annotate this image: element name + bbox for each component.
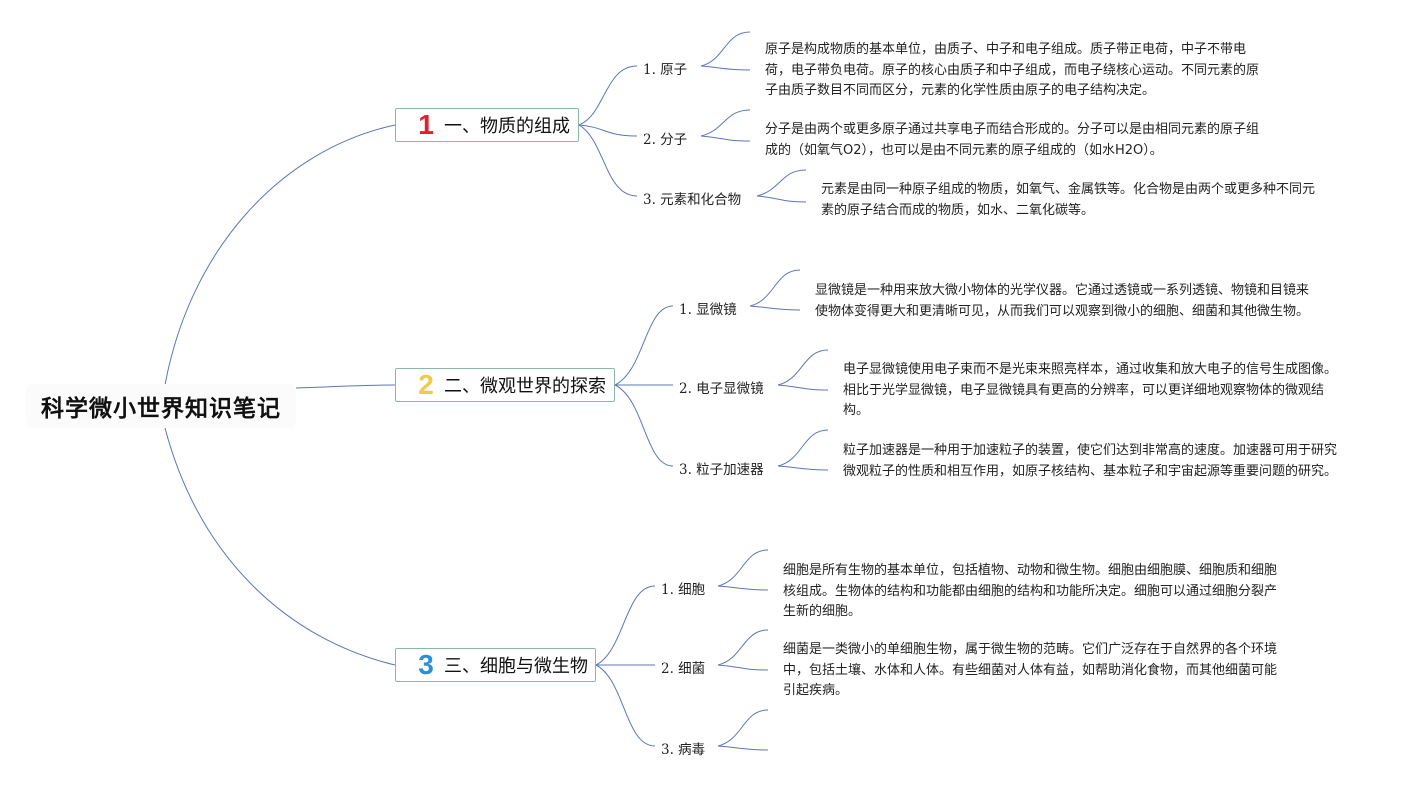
note-microscope: 显微镜是一种用来放大微小物体的光学仪器。它通过透镜或一系列透镜、物镜和目镜来使物… (815, 283, 1310, 319)
topic-electron-microscope[interactable]: 2. 电子显微镜 (679, 381, 764, 397)
section-number-2: 2 (418, 369, 434, 400)
topic-molecule[interactable]: 2. 分子 (643, 132, 688, 148)
bracket-bacteria-top (717, 629, 769, 666)
link-s1-element (578, 124, 638, 197)
bracket-cell-bottom (717, 585, 769, 591)
bracket-molecule-top (700, 109, 751, 137)
note-atom: 原子是构成物质的基本单位，由质子、中子和电子组成。质子带正电荷，中子不带电荷，电… (765, 42, 1260, 98)
link-root-section-3 (164, 427, 396, 666)
link-root-section-2 (295, 384, 396, 389)
bracket-atom-top (700, 31, 751, 67)
bracket-element-bottom (756, 195, 807, 203)
topic-cell[interactable]: 1. 细胞 (661, 582, 706, 598)
bracket-virus-top (717, 709, 769, 747)
link-s3-cell (595, 585, 656, 666)
bracket-microscope-top (749, 269, 801, 307)
topic-particle-accelerator[interactable]: 3. 粒子加速器 (679, 462, 764, 478)
link-s1-molecule (578, 124, 638, 137)
topic-virus[interactable]: 3. 病毒 (661, 742, 706, 758)
note-element-compound: 元素是由同一种原子组成的物质，如氧气、金属铁等。化合物是由两个或更多种不同元素的… (821, 182, 1316, 218)
topic-microscope[interactable]: 1. 显微镜 (679, 302, 737, 318)
section-title-3: 三、细胞与微生物 (444, 656, 588, 677)
bracket-accelerator-bottom (777, 465, 829, 471)
link-root-section-1 (164, 124, 396, 386)
bracket-cell-top (717, 549, 769, 587)
section-number-3: 3 (418, 649, 434, 680)
root-title: 科学微小世界知识笔记 (41, 396, 281, 422)
note-cell: 细胞是所有生物的基本单位，包括植物、动物和微生物。细胞由细胞膜、细胞质和细胞核组… (783, 563, 1278, 619)
note-electron-microscope: 电子显微镜使用电子束而不是光束来照亮样本，通过收集和放大电子的信号生成图像。相比… (843, 362, 1338, 418)
bracket-atom-bottom (700, 65, 751, 71)
section-node-2[interactable]: 2 二、微观世界的探索 (395, 368, 615, 402)
link-s3-virus (595, 664, 656, 747)
bracket-bacteria-bottom (717, 664, 769, 671)
section-title-2: 二、微观世界的探索 (444, 376, 606, 397)
bracket-accelerator-top (777, 429, 829, 467)
bracket-electron-bottom (777, 384, 829, 391)
root-node[interactable]: 科学微小世界知识笔记 (26, 384, 296, 428)
note-particle-accelerator: 粒子加速器是一种用于加速粒子的装置，使它们达到非常高的速度。加速器可用于研究微观… (843, 443, 1338, 479)
section-title-1: 一、物质的组成 (444, 116, 570, 137)
topic-bacteria[interactable]: 2. 细菌 (661, 661, 706, 677)
bracket-molecule-bottom (700, 135, 751, 142)
section-node-3[interactable]: 3 三、细胞与微生物 (395, 648, 596, 682)
bracket-microscope-bottom (749, 305, 801, 311)
note-bacteria: 细菌是一类微小的单细胞生物，属于微生物的范畴。它们广泛存在于自然界的各个环境中，… (783, 642, 1278, 698)
link-s2-microscope (614, 305, 674, 386)
note-molecule: 分子是由两个或更多原子通过共享电子而结合形成的。分子可以是由相同元素的原子组成的… (765, 122, 1260, 158)
topic-element-compound[interactable]: 3. 元素和化合物 (643, 192, 742, 208)
section-node-1[interactable]: 1 一、物质的组成 (395, 108, 579, 142)
link-s1-atom (578, 65, 638, 126)
bracket-element-top (756, 169, 807, 197)
topic-atom[interactable]: 1. 原子 (643, 62, 688, 78)
bracket-electron-top (777, 349, 829, 386)
section-number-1: 1 (418, 109, 434, 140)
link-s2-accelerator (614, 384, 674, 467)
bracket-virus-bottom (717, 745, 769, 751)
